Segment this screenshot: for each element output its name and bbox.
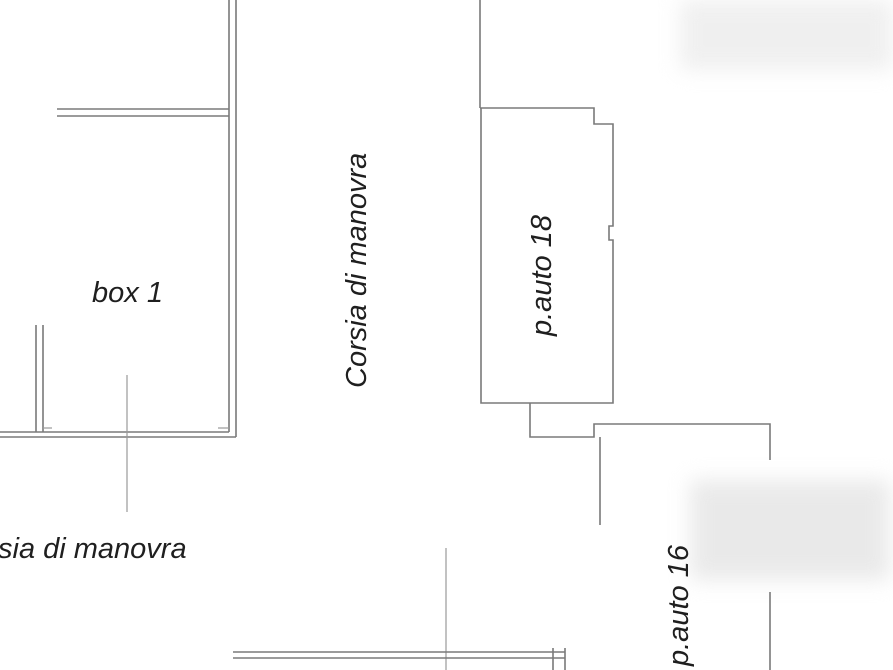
blur-patch-top-right xyxy=(680,0,893,70)
label-corsia-bottom: sia di manovra xyxy=(0,533,187,565)
label-corsia-vertical: Corsia di manovra xyxy=(341,153,373,388)
blur-patch-right xyxy=(690,480,890,580)
p-auto-18-outline xyxy=(479,0,771,525)
label-p-auto-18: p.auto 18 xyxy=(526,215,558,337)
bottom-walls xyxy=(233,548,566,670)
label-box-1: box 1 xyxy=(92,277,163,309)
box-1-walls xyxy=(0,0,237,438)
label-p-auto-16: p.auto 16 xyxy=(663,544,695,667)
blurred-patches xyxy=(680,0,893,580)
